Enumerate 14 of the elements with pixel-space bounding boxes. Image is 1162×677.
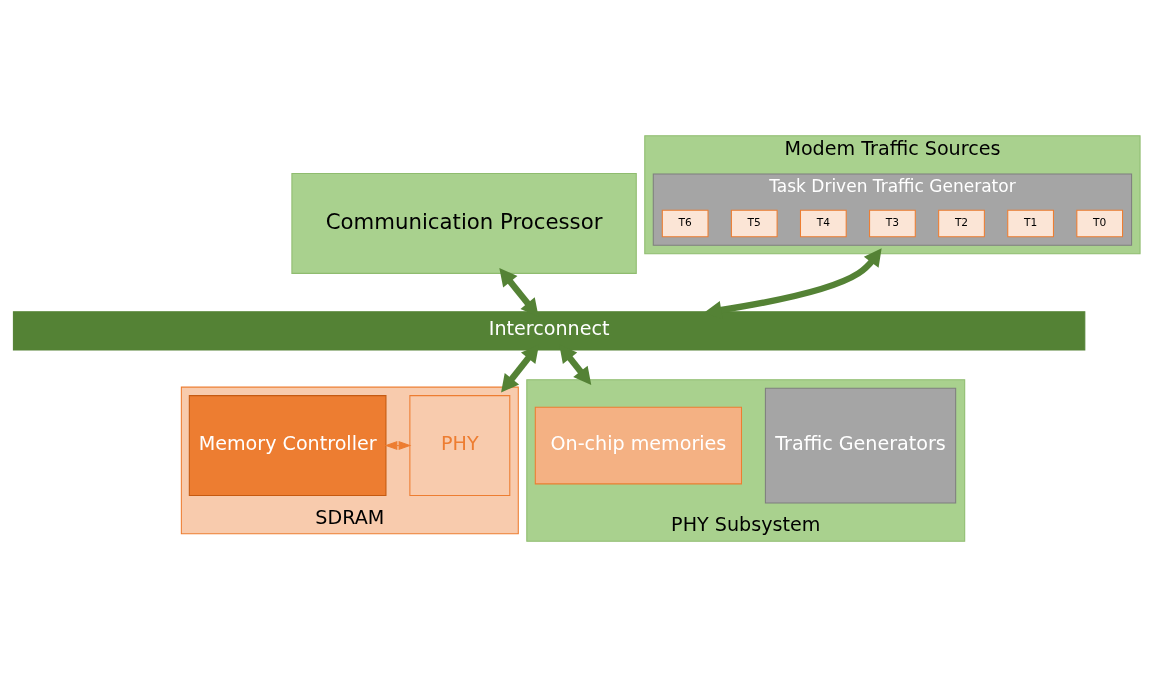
node-box: Interconnect: [12, 311, 1086, 351]
arrow: [384, 441, 412, 451]
node-box: T1: [1007, 209, 1054, 238]
node-box: Traffic Generators: [764, 387, 957, 504]
node-box: T3: [869, 209, 916, 238]
node-box: T2: [938, 209, 985, 238]
node-box: T0: [1076, 209, 1124, 238]
node-box: T4: [799, 209, 847, 238]
node-box: T5: [730, 209, 778, 238]
node-box: PHY: [409, 395, 511, 497]
node-box: Communication Processor: [291, 172, 637, 274]
node-box: Memory Controller: [188, 395, 387, 497]
node-box: T6: [661, 209, 709, 238]
node-box: On-chip memories: [534, 406, 743, 485]
